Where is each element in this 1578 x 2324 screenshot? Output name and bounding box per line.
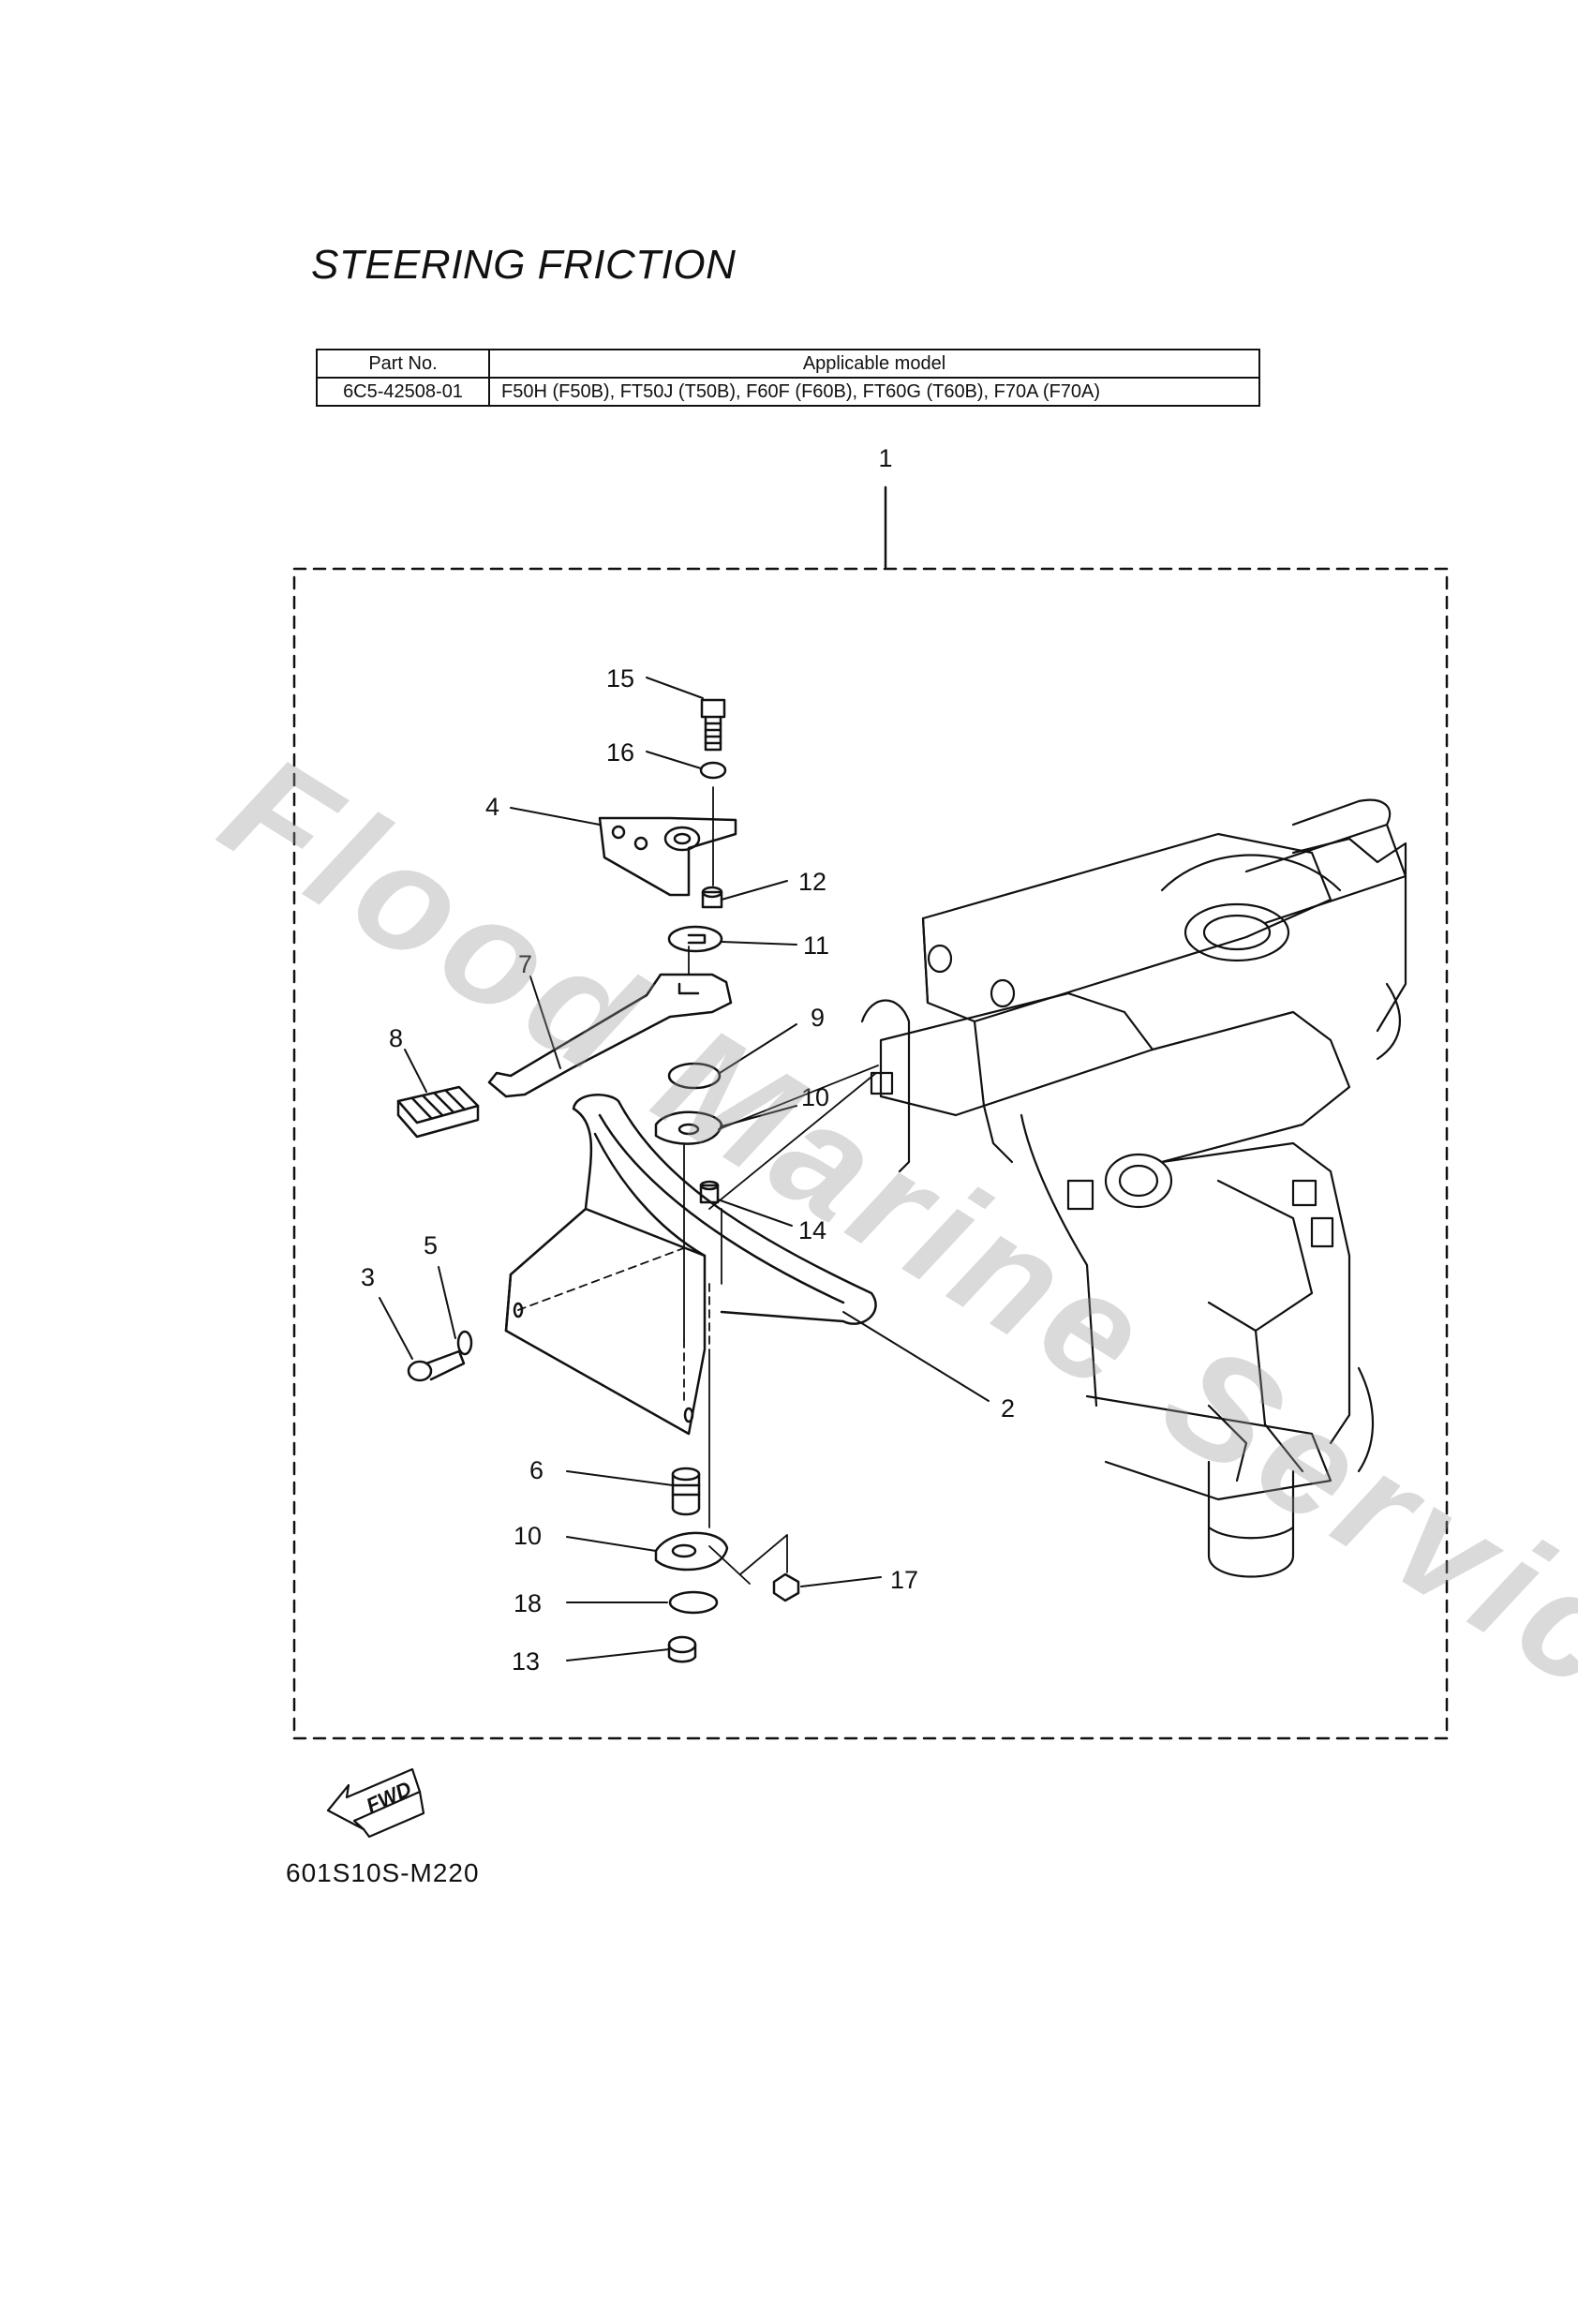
part-16-washer [699,761,727,780]
callout-18: 18 [514,1589,542,1617]
callout-8: 8 [389,1024,403,1052]
callout-7: 7 [518,950,532,978]
fwd-direction-arrow: FWD [326,1767,425,1839]
swivel-bracket-illustration [860,798,1407,1578]
callout-1: 1 [878,444,892,472]
callout-12: 12 [798,868,826,896]
part-15-bolt [700,698,726,752]
part-6-bolt [671,1467,701,1516]
part-9-washer [667,1062,722,1090]
callout-2: 2 [1001,1394,1015,1423]
callout-3: 3 [361,1263,375,1291]
hidden-lines [517,1245,710,1407]
header-part-no: Part No. [316,349,490,379]
part-11-washer [667,925,723,953]
header-applicable-model: Applicable model [488,349,1260,379]
table-header-row: Part No. Applicable model [316,349,1260,379]
part-8-friction-pad [396,1085,480,1139]
assembly-boundary-box [292,567,1449,1740]
callout-16: 16 [606,738,634,767]
part-7-friction-plate [487,973,733,1098]
page-title: STEERING FRICTION [311,242,737,288]
axis-lines [683,786,879,1585]
table-row: 6C5-42508-01 F50H (F50B), FT50J (T50B), … [316,377,1260,407]
callout-13: 13 [512,1647,540,1676]
part-12-collar [701,886,723,909]
part-18-washer [668,1590,719,1615]
callout-10-upper: 10 [801,1083,829,1111]
part-number-cell: 6C5-42508-01 [316,377,490,407]
fwd-label: FWD [363,1777,415,1818]
part-14-collar [699,1180,720,1204]
callout-14: 14 [798,1216,826,1244]
applicable-model-cell: F50H (F50B), FT50J (T50B), F60F (F60B), … [488,377,1260,407]
part-10-upper-washer [654,1110,723,1145]
applicable-model-table: Part No. Applicable model 6C5-42508-01 F… [316,349,1260,407]
callout-9: 9 [811,1004,825,1032]
callout-numbers: 1 2 3 4 5 6 7 8 9 10 10 11 12 13 14 15 1… [361,444,1015,1676]
callout-leaders [379,677,990,1661]
callout-6: 6 [529,1456,543,1484]
part-3-bolt [407,1349,466,1382]
part-2-friction-bracket [504,1094,877,1436]
callout-15: 15 [606,664,634,693]
part-17-nut [772,1572,800,1602]
part-10-lower-washer [654,1531,729,1572]
part-13-nut [667,1635,697,1663]
callout-17: 17 [890,1566,918,1594]
part-4-bracket-plate [598,816,737,897]
callout-5: 5 [424,1231,438,1259]
callout-4: 4 [485,793,499,821]
figure-code: 601S10S-M220 [286,1858,480,1887]
callout-10-lower: 10 [514,1522,542,1550]
part-5-washer [456,1330,473,1356]
callout-11: 11 [803,931,829,960]
